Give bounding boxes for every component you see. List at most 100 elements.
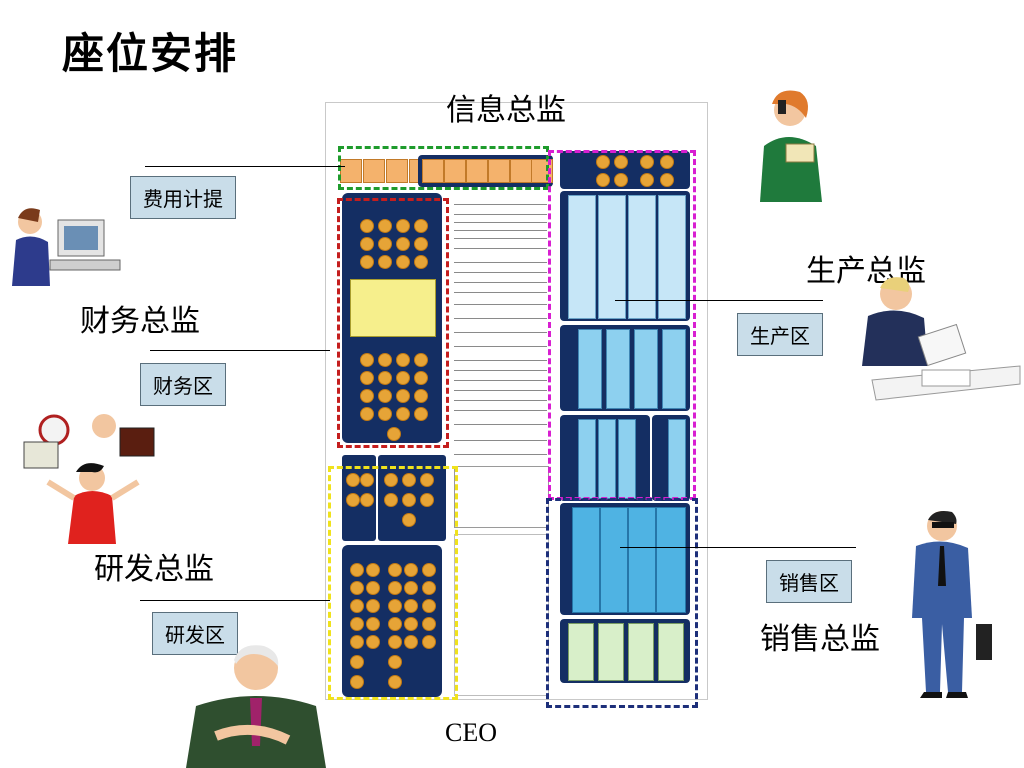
coin xyxy=(366,635,380,649)
stressed-woman-figure xyxy=(23,414,155,544)
raw-order-panel xyxy=(560,151,690,189)
table-row xyxy=(454,440,547,441)
coin xyxy=(350,581,364,595)
info-director-label: 信息总监 xyxy=(446,93,566,128)
coin xyxy=(396,389,410,403)
coin xyxy=(422,581,436,595)
table-row xyxy=(454,282,547,283)
coin xyxy=(640,155,654,169)
table-row xyxy=(454,318,547,319)
table-row xyxy=(454,292,547,293)
coin xyxy=(640,173,654,187)
table-row xyxy=(454,390,547,391)
coin xyxy=(396,407,410,421)
production-line xyxy=(606,329,630,409)
sales-director-label: 销售总监 xyxy=(760,622,880,657)
coin xyxy=(422,563,436,577)
rnd-area-label: 研发区 xyxy=(152,612,238,655)
table-row xyxy=(454,332,547,333)
coin xyxy=(388,599,402,613)
man-reading-figure xyxy=(862,277,1021,401)
coin xyxy=(388,563,402,577)
expense-slot xyxy=(444,159,466,183)
product-box xyxy=(454,466,549,528)
rnd-zone-outline xyxy=(328,466,458,700)
production-line xyxy=(578,329,602,409)
coin xyxy=(388,675,402,689)
coin xyxy=(366,617,380,631)
finished-goods-slot xyxy=(656,507,686,613)
coin xyxy=(414,371,428,385)
coin xyxy=(378,371,392,385)
ceo-label: CEO xyxy=(445,718,497,747)
coin xyxy=(360,219,374,233)
finance-panel xyxy=(342,193,442,443)
coin xyxy=(660,155,674,169)
table-row xyxy=(454,410,547,411)
table-row xyxy=(454,346,547,347)
rules-table xyxy=(454,190,549,696)
coin xyxy=(366,581,380,595)
woman-phone-figure xyxy=(760,90,822,202)
coin xyxy=(396,219,410,233)
coin xyxy=(404,563,418,577)
table-row xyxy=(454,230,547,231)
table-row xyxy=(454,454,547,455)
coin xyxy=(360,473,374,487)
expense-slot xyxy=(488,159,510,183)
rnd-slot-panel xyxy=(378,455,446,541)
table-row xyxy=(454,204,547,205)
production-area-label: 生产区 xyxy=(737,313,823,356)
finance-area-label: 财务区 xyxy=(140,363,226,406)
coin xyxy=(396,255,410,269)
coin xyxy=(422,635,436,649)
coin xyxy=(378,407,392,421)
order-slot xyxy=(598,623,624,681)
expense-slot xyxy=(363,159,385,183)
coin xyxy=(404,599,418,613)
coin xyxy=(414,389,428,403)
coin xyxy=(360,493,374,507)
rnd-connector xyxy=(140,600,330,601)
expense-slot xyxy=(466,159,488,183)
finished-goods-slot xyxy=(600,507,628,613)
expense-zone-outline xyxy=(338,146,549,190)
production-line xyxy=(662,329,686,409)
table-row xyxy=(454,304,547,305)
raw-bin xyxy=(658,195,686,319)
production-line xyxy=(634,329,658,409)
finished-goods-slot xyxy=(628,507,656,613)
production-line-panel xyxy=(652,415,690,501)
coin xyxy=(404,581,418,595)
businessman-figure xyxy=(912,511,992,698)
coin xyxy=(378,237,392,251)
coin xyxy=(360,389,374,403)
table-row xyxy=(454,262,547,263)
finance-zone-outline xyxy=(337,198,449,448)
coin xyxy=(378,353,392,367)
coin xyxy=(614,155,628,169)
finance-director-label: 财务总监 xyxy=(80,304,200,339)
expense-connector xyxy=(145,166,345,167)
coin xyxy=(414,407,428,421)
coin xyxy=(420,493,434,507)
coin xyxy=(360,237,374,251)
table-row xyxy=(454,370,547,371)
coin xyxy=(596,155,610,169)
coin xyxy=(350,635,364,649)
coin xyxy=(420,473,434,487)
coin xyxy=(360,371,374,385)
coin xyxy=(360,255,374,269)
coin xyxy=(414,219,428,233)
raw-bin xyxy=(628,195,656,319)
coin xyxy=(404,635,418,649)
coin xyxy=(402,473,416,487)
finished-goods-panel xyxy=(560,503,690,615)
coin xyxy=(414,353,428,367)
expense-slot xyxy=(422,159,444,183)
order-slot xyxy=(568,623,594,681)
table-row xyxy=(454,214,547,215)
coin xyxy=(388,581,402,595)
rnd-panel xyxy=(342,545,442,697)
coin xyxy=(396,353,410,367)
